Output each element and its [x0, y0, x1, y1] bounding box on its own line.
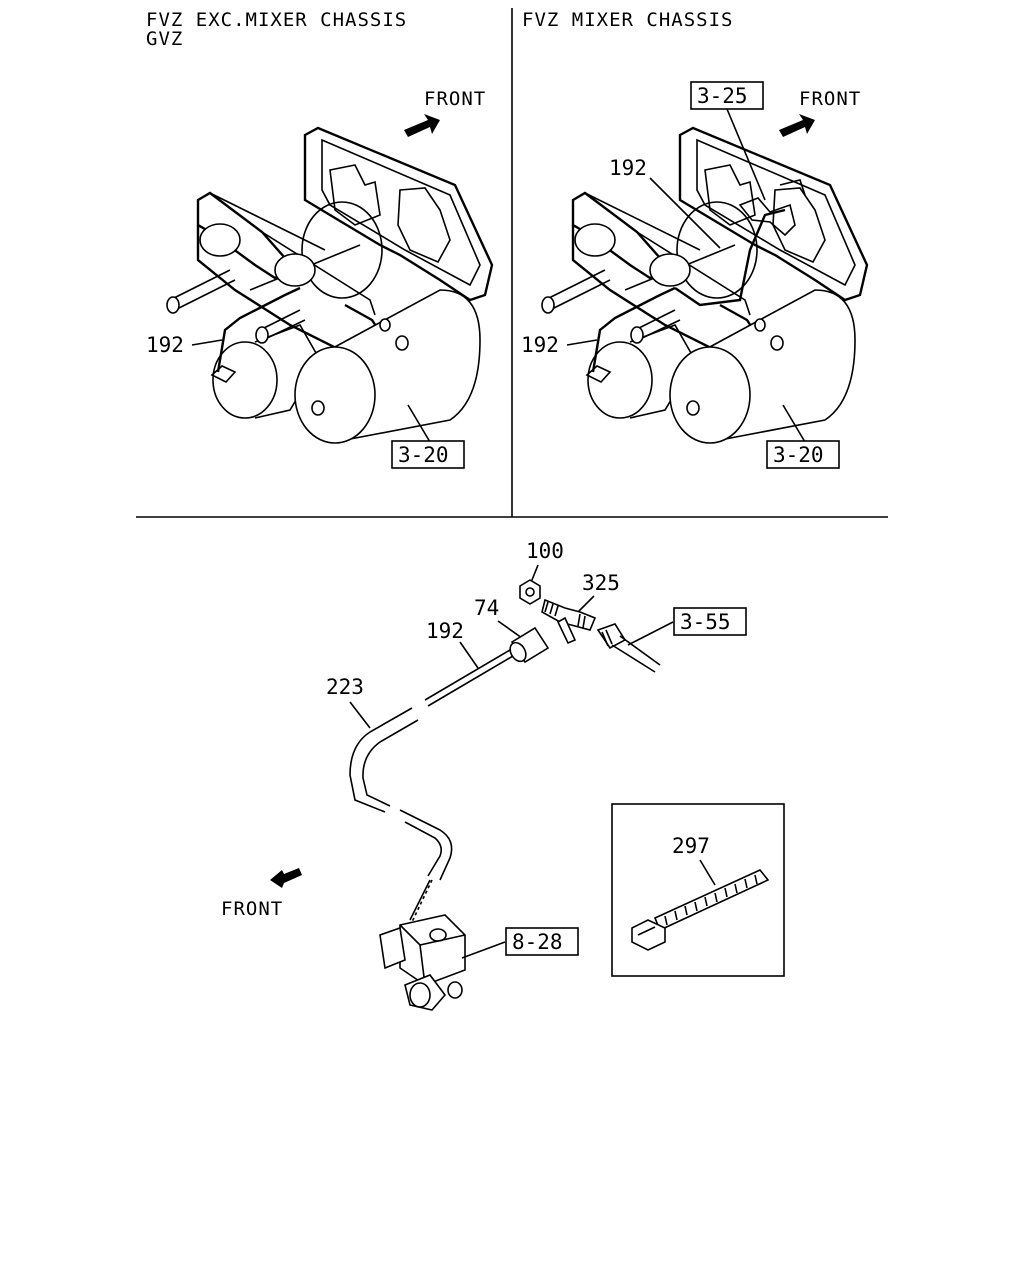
pipe-192-upper: [674, 208, 786, 307]
pipe-192-lower: [591, 286, 676, 373]
sleeve-74: [509, 626, 550, 664]
air-tank-rear: [541, 201, 758, 419]
callout-pipe: 192: [146, 333, 184, 357]
callout-pipe: 192: [426, 619, 464, 643]
air-tank-rear: [166, 201, 383, 419]
callout-pipe-lower: 192: [521, 333, 559, 357]
nut-100: [519, 579, 541, 605]
front-arrow-icon: [779, 114, 815, 137]
panel-title-line1: FVZ EXC.MIXER CHASSIS: [146, 9, 407, 31]
frame-assembly: [196, 126, 494, 357]
front-label: FRONT: [799, 88, 861, 110]
top-right-panel: FVZ MIXER CHASSIS FRONT 3-25: [521, 9, 869, 469]
cable-tie-297: [631, 869, 770, 951]
ref-box-hose: [673, 607, 747, 636]
callout-nut: 100: [526, 539, 564, 563]
callout-sleeve: 74: [474, 596, 499, 620]
ref-box-tank: [391, 440, 465, 469]
pipe-192: [424, 649, 514, 707]
tee-fitting-325: [541, 598, 597, 645]
ref-box-valve: [505, 927, 579, 956]
ref-box-tank: [766, 440, 840, 469]
bottom-panel: 100 325 74 3-55 192: [221, 539, 785, 1011]
hose-223: [349, 707, 453, 923]
air-tank-front: [669, 289, 856, 444]
callout-tee: 325: [582, 571, 620, 595]
callout-ref-valve: 8-28: [512, 930, 563, 954]
front-label: FRONT: [424, 88, 486, 110]
front-label: FRONT: [221, 898, 283, 920]
callout-clip: 297: [672, 834, 710, 858]
hose-fitting: [596, 623, 661, 673]
callout-pipe-upper: 192: [609, 156, 647, 180]
solenoid-valve: [379, 914, 466, 1011]
top-left-panel: FVZ EXC.MIXER CHASSIS GVZ FRONT: [146, 9, 494, 469]
callout-ref-hose: 3-55: [680, 610, 731, 634]
pipe-192: [216, 286, 301, 373]
callout-ref-top: 3-25: [697, 84, 748, 108]
panel-title-line2: GVZ: [146, 28, 183, 50]
callout-hose: 223: [326, 675, 364, 699]
callout-ref-tank: 3-20: [398, 443, 449, 467]
air-tank-front: [294, 289, 481, 444]
front-arrow-icon: [404, 114, 440, 137]
clip-inset-box: [611, 803, 785, 977]
callout-ref-tank: 3-20: [773, 443, 824, 467]
ref-box-top: [690, 81, 764, 110]
front-arrow-icon: [270, 868, 302, 888]
panel-title: FVZ MIXER CHASSIS: [522, 9, 733, 31]
